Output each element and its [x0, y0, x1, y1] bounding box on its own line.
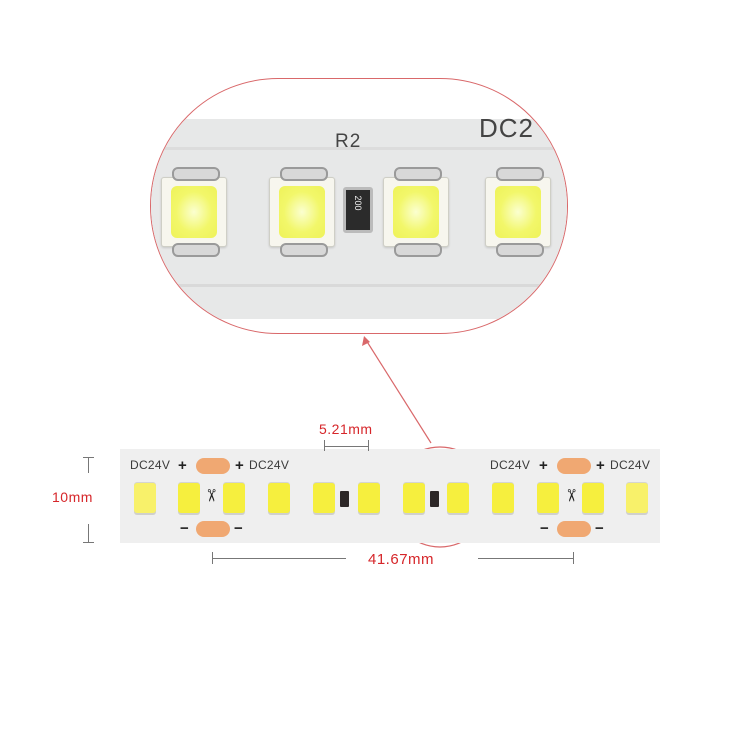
led-chip	[268, 483, 290, 513]
resistor	[430, 491, 439, 507]
plus-sign: +	[596, 457, 605, 474]
led-chip	[313, 483, 335, 513]
led-chip-closeup	[383, 167, 449, 257]
resistor-closeup: 200	[343, 187, 373, 233]
pitch-dimension-line	[324, 446, 369, 447]
led-chip	[223, 483, 245, 513]
dimension-tick	[368, 440, 369, 451]
led-chip	[358, 483, 380, 513]
dimension-tick	[324, 440, 325, 451]
led-chip	[403, 483, 425, 513]
led-chip	[447, 483, 469, 513]
led-chip-closeup	[485, 167, 551, 257]
led-chip	[134, 483, 156, 513]
zoom-detail-bubble: R2 DC2 200	[150, 78, 568, 334]
pcb-trace	[151, 147, 567, 150]
scissor-cut-icon: ✂	[201, 488, 221, 503]
resistor	[340, 491, 349, 507]
voltage-label: DC24V	[610, 458, 651, 472]
segment-dimension-line	[478, 558, 573, 559]
segment-length-dimension-label: 41.67mm	[368, 551, 435, 568]
minus-sign: −	[540, 520, 549, 537]
led-strip: DC24V + + DC24V − − ✂ DC24V + + DC24V − …	[120, 449, 660, 543]
dimension-tick	[88, 524, 89, 542]
solder-pad-positive	[196, 458, 230, 474]
segment-dimension-line	[212, 558, 346, 559]
solder-pad-negative	[196, 521, 230, 537]
voltage-label: DC24V	[490, 458, 531, 472]
led-chip	[537, 483, 559, 513]
dimension-tick	[212, 552, 213, 564]
led-chip	[492, 483, 514, 513]
dimension-tick	[83, 457, 94, 458]
led-chip-closeup	[161, 167, 227, 257]
plus-sign: +	[539, 457, 548, 474]
led-chip-closeup	[269, 167, 335, 257]
solder-pad-positive	[557, 458, 591, 474]
r2-label: R2	[335, 131, 362, 152]
width-dimension-label: 10mm	[52, 489, 93, 505]
voltage-label: DC24V	[249, 458, 290, 472]
dimension-tick	[83, 542, 94, 543]
led-chip	[582, 483, 604, 513]
minus-sign: −	[595, 520, 604, 537]
resistor-code: 200	[353, 195, 363, 211]
minus-sign: −	[234, 520, 243, 537]
pcb-trace	[151, 284, 567, 287]
dimension-tick	[88, 457, 89, 473]
led-pitch-dimension-label: 5.21mm	[319, 421, 373, 437]
scissor-cut-icon: ✂	[561, 488, 581, 503]
voltage-label: DC24V	[130, 458, 171, 472]
led-chip	[626, 483, 648, 513]
plus-sign: +	[178, 457, 187, 474]
dc-label-partial: DC2	[479, 113, 535, 143]
minus-sign: −	[180, 520, 189, 537]
led-chip	[178, 483, 200, 513]
dimension-tick	[573, 552, 574, 564]
solder-pad-negative	[557, 521, 591, 537]
plus-sign: +	[235, 457, 244, 474]
